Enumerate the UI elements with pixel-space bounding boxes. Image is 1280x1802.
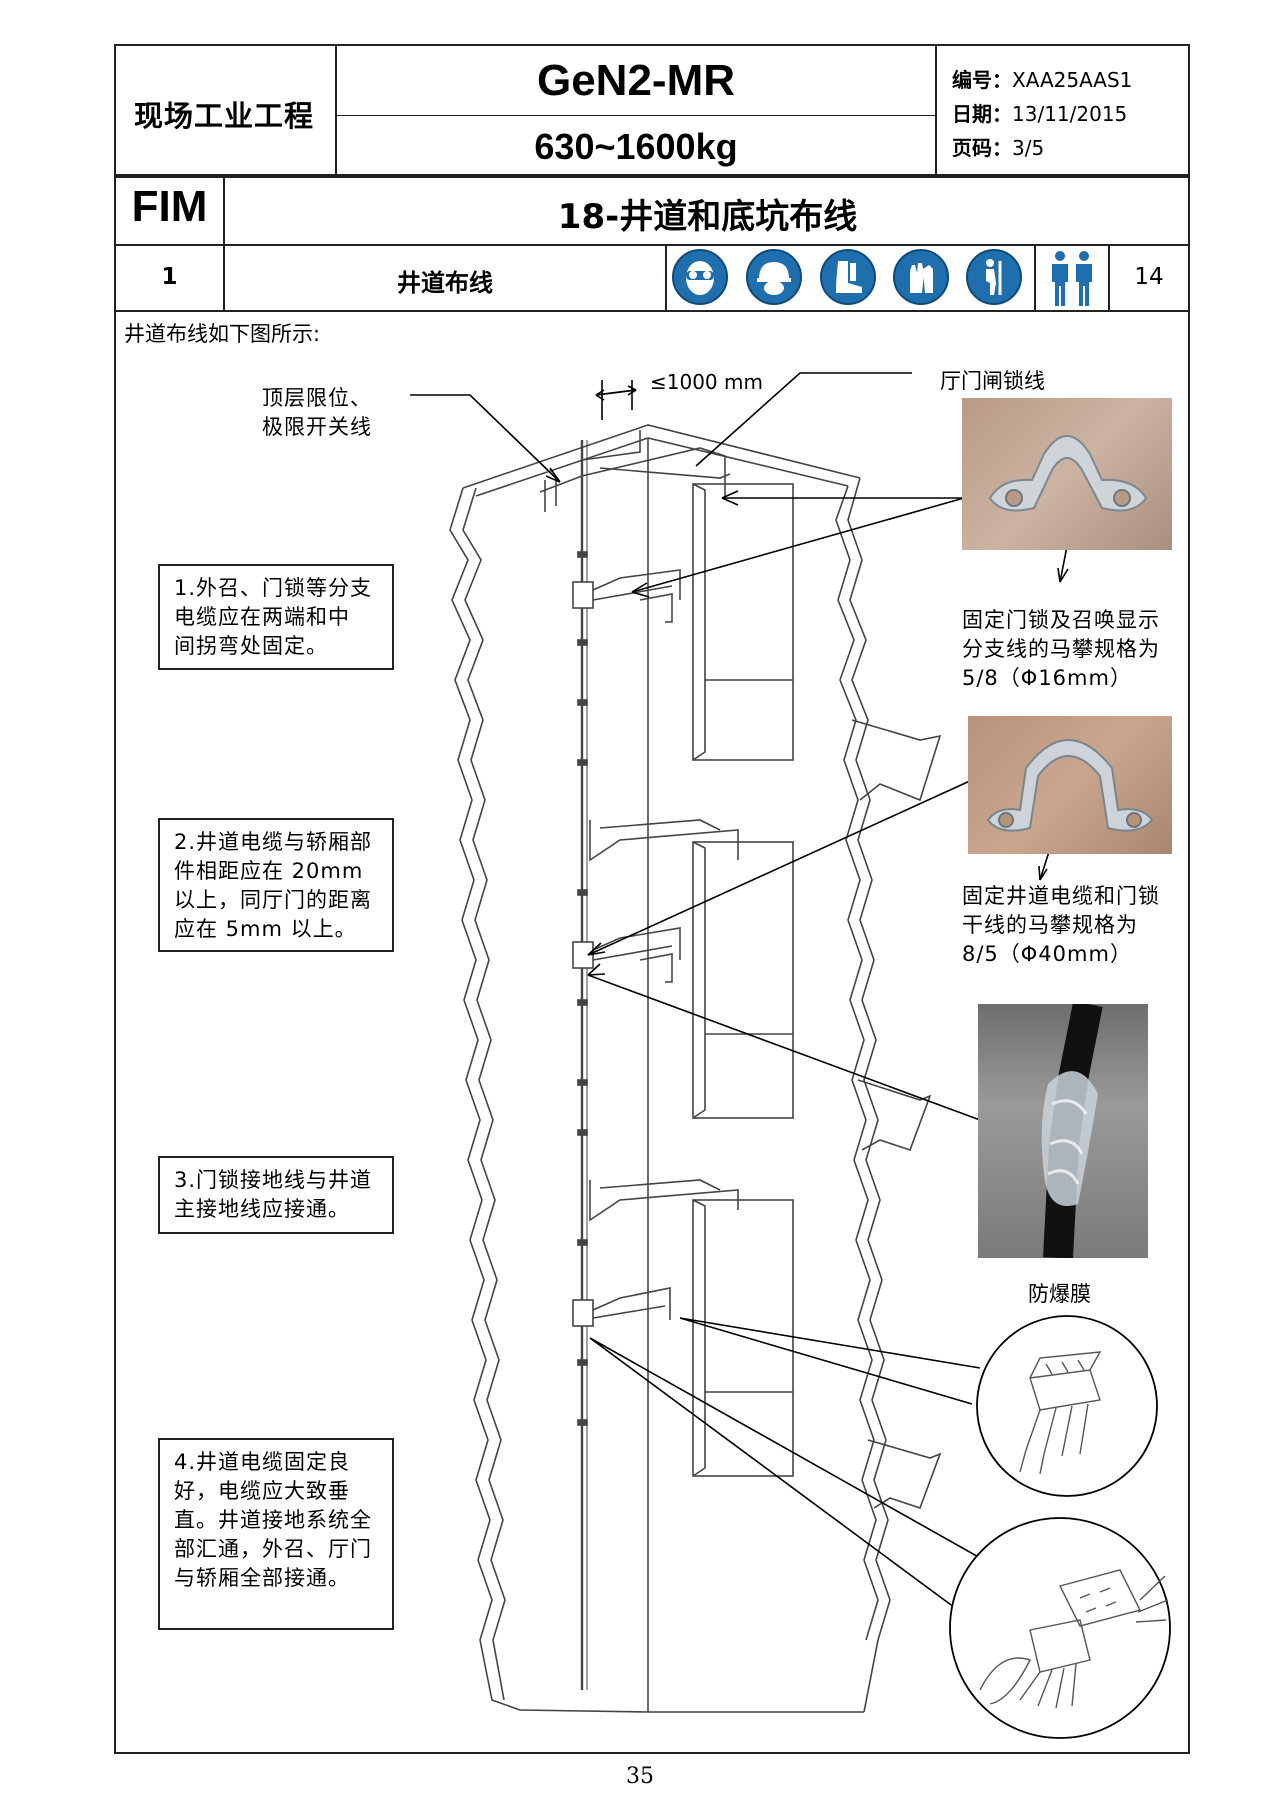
header-product-split (335, 44, 937, 116)
persons-count: 14 (1134, 264, 1164, 290)
arrow-clamp-small-2 (631, 497, 965, 593)
junction-box-3 (572, 1299, 594, 1327)
caption-film: 防爆膜 (1028, 1282, 1091, 1306)
chapter-title: 18-井道和底坑布线 (557, 197, 858, 237)
label-door-lock: 厅门闸锁线 (940, 369, 1045, 393)
shaft-top-edge (462, 424, 861, 489)
goggles-icon (672, 249, 728, 305)
two-persons-icon (1040, 246, 1104, 310)
doc-date: 日期：13/11/2015 (952, 102, 1128, 126)
clamp-small-photo (962, 398, 1172, 550)
step-number: 1 (161, 264, 178, 290)
step-title: 井道布线 (397, 269, 493, 297)
harness-icon (966, 249, 1022, 305)
intro-text: 井道布线如下图所示: (124, 322, 321, 346)
leader-door-lock (695, 372, 912, 467)
safety-boots-icon (820, 249, 876, 305)
note-3: 3.门锁接地线与井道主接地线应接通。 (158, 1156, 394, 1234)
leader-top-limit (410, 394, 561, 483)
helmet-icon (746, 249, 802, 305)
department-title: 现场工业工程 (134, 99, 315, 133)
gloves-icon (893, 249, 949, 305)
clamp-large-photo (968, 716, 1172, 854)
arrow-film (587, 974, 981, 1121)
connector-detail-circle-2 (949, 1517, 1171, 1739)
landing-door-opening-2 (692, 841, 794, 1119)
arrow-clamp-large (587, 779, 973, 956)
doc-no: 编号：XAA25AAS1 (952, 68, 1133, 92)
shaft-right-wall (847, 477, 891, 1713)
explosion-proof-film-photo (978, 1001, 1148, 1259)
junction-box-2 (572, 941, 594, 969)
doc-page: 页码：3/5 (952, 136, 1045, 160)
dimension-label: ≤1000 mm (650, 370, 763, 394)
label-top-limit: 顶层限位、 极限开关线 (262, 386, 372, 439)
note-1: 1.外召、门锁等分支电缆应在两端和中间拐弯处固定。 (158, 564, 394, 670)
junction-box-1 (572, 581, 594, 609)
manual-code: FIM (131, 182, 208, 231)
capacity-range: 630~1600kg (534, 126, 738, 167)
product-name: GeN2-MR (536, 56, 736, 105)
shaft-left-wall (449, 487, 521, 1711)
body-frame (114, 310, 1190, 1754)
caption-clamp-small: 固定门锁及召唤显示 分支线的马攀规格为 5/8（Φ16mm） (962, 608, 1160, 690)
caption-clamp-large: 固定井道电缆和门锁 干线的马攀规格为 8/5（Φ40mm） (962, 884, 1160, 966)
landing-door-opening-3 (692, 1199, 794, 1477)
note-4: 4.井道电缆固定良好，电缆应大致垂直。井道接地系统全部汇通，外召、厅门与轿厢全部… (158, 1438, 394, 1630)
page-number: 35 (626, 1764, 654, 1789)
landing-door-opening-1 (692, 483, 794, 761)
